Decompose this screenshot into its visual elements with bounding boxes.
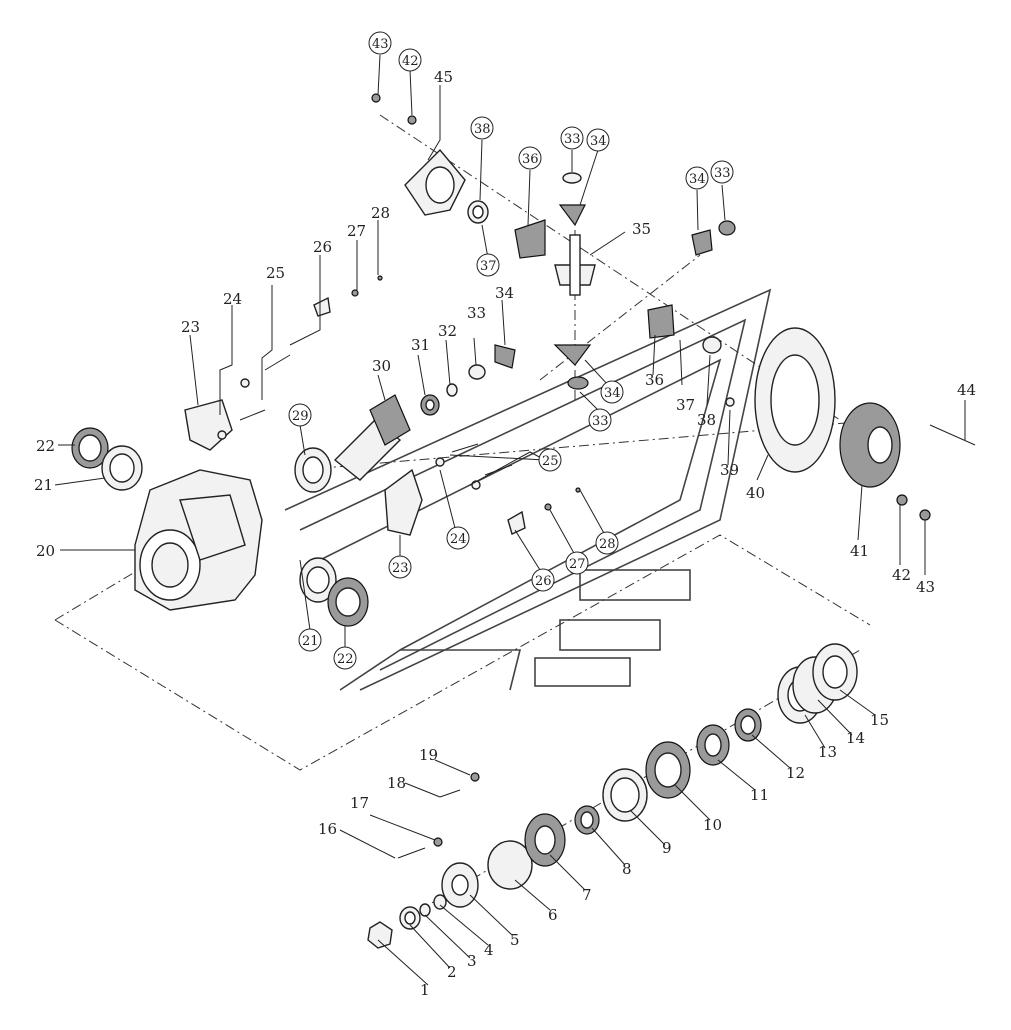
circled-callout-33: 33 [564,132,581,147]
callout-20: 20 [36,542,55,560]
lock-plates [313,275,581,535]
circled-callout-37: 37 [480,259,497,274]
callout-2: 2 [447,963,457,981]
callout-8: 8 [622,860,632,878]
circled-callout-25: 25 [542,454,559,469]
callout-19: 19 [419,746,438,764]
callout-26: 26 [313,238,332,256]
callout-18: 18 [387,774,406,792]
callout-27: 27 [347,222,366,240]
circled-callout-29: 29 [292,409,309,424]
callout-41: 41 [850,542,869,560]
callout-9: 9 [662,839,672,857]
callout-6: 6 [548,906,558,924]
callout-39: 39 [720,461,739,479]
callout-7: 7 [582,886,592,904]
circled-callout-38: 38 [474,122,491,137]
callout-16: 16 [318,820,337,838]
part-number-labels: 1 2 3 4 5 6 7 8 9 10 11 12 13 14 15 16 1… [34,68,976,999]
callout-10: 10 [703,816,722,834]
callout-5: 5 [510,931,520,949]
callout-11: 11 [750,786,769,804]
callout-43: 43 [916,578,935,596]
callout-4: 4 [484,941,494,959]
circled-callout-33-right: 33 [714,166,731,181]
left-bearing-parts [71,427,143,491]
callout-44: 44 [957,381,976,399]
differential-housing [134,469,263,611]
right-bearing-parts [299,557,369,627]
callout-37: 37 [676,396,695,414]
circled-callout-24: 24 [450,532,467,547]
callout-36: 36 [645,371,664,389]
callout-21: 21 [34,476,53,494]
callout-28: 28 [371,204,390,222]
callout-30: 30 [372,357,391,375]
circled-callout-21: 21 [302,634,319,649]
callout-34: 34 [495,284,514,302]
callout-14: 14 [846,729,865,747]
callout-42: 42 [892,566,911,584]
circled-callout-26: 26 [535,574,552,589]
callout-12: 12 [786,764,805,782]
callout-35: 35 [632,220,651,238]
callout-45: 45 [434,68,453,86]
circled-callout-34-lower: 34 [604,386,621,401]
circled-part-number-labels: 43 42 38 36 33 34 37 34 33 34 33 29 25 2… [288,31,734,670]
callout-25: 25 [266,264,285,282]
callout-13: 13 [818,743,837,761]
callout-24: 24 [223,290,242,308]
callout-32: 32 [438,322,457,340]
callout-17: 17 [350,794,369,812]
cap-bolts [217,354,513,490]
callout-40: 40 [746,484,765,502]
circled-callout-33-lower: 33 [592,414,609,429]
drive-pinion-group [294,383,458,493]
circled-callout-42: 42 [402,54,419,69]
background-chevron-outline [284,288,772,691]
pinion-flange-stack [367,643,858,949]
circled-callout-22: 22 [337,652,354,667]
differential-case-half-left [371,93,466,216]
callout-15: 15 [870,711,889,729]
circled-callout-28: 28 [599,537,616,552]
spider-gear-group [467,172,736,390]
callout-22: 22 [36,437,55,455]
circled-callout-43: 43 [372,37,389,52]
circled-callout-34-right: 34 [689,172,706,187]
ring-gear-and-case [725,327,976,521]
callout-31: 31 [411,336,430,354]
circled-callout-34: 34 [590,134,607,149]
callout-33: 33 [467,304,486,322]
callout-3: 3 [467,952,477,970]
circled-callout-23: 23 [392,561,409,576]
leader-lines [54,54,966,986]
callout-23: 23 [181,318,200,336]
circled-callout-27: 27 [569,557,586,572]
callout-38: 38 [697,411,716,429]
callout-1: 1 [420,981,430,999]
circled-callout-36: 36 [522,152,539,167]
